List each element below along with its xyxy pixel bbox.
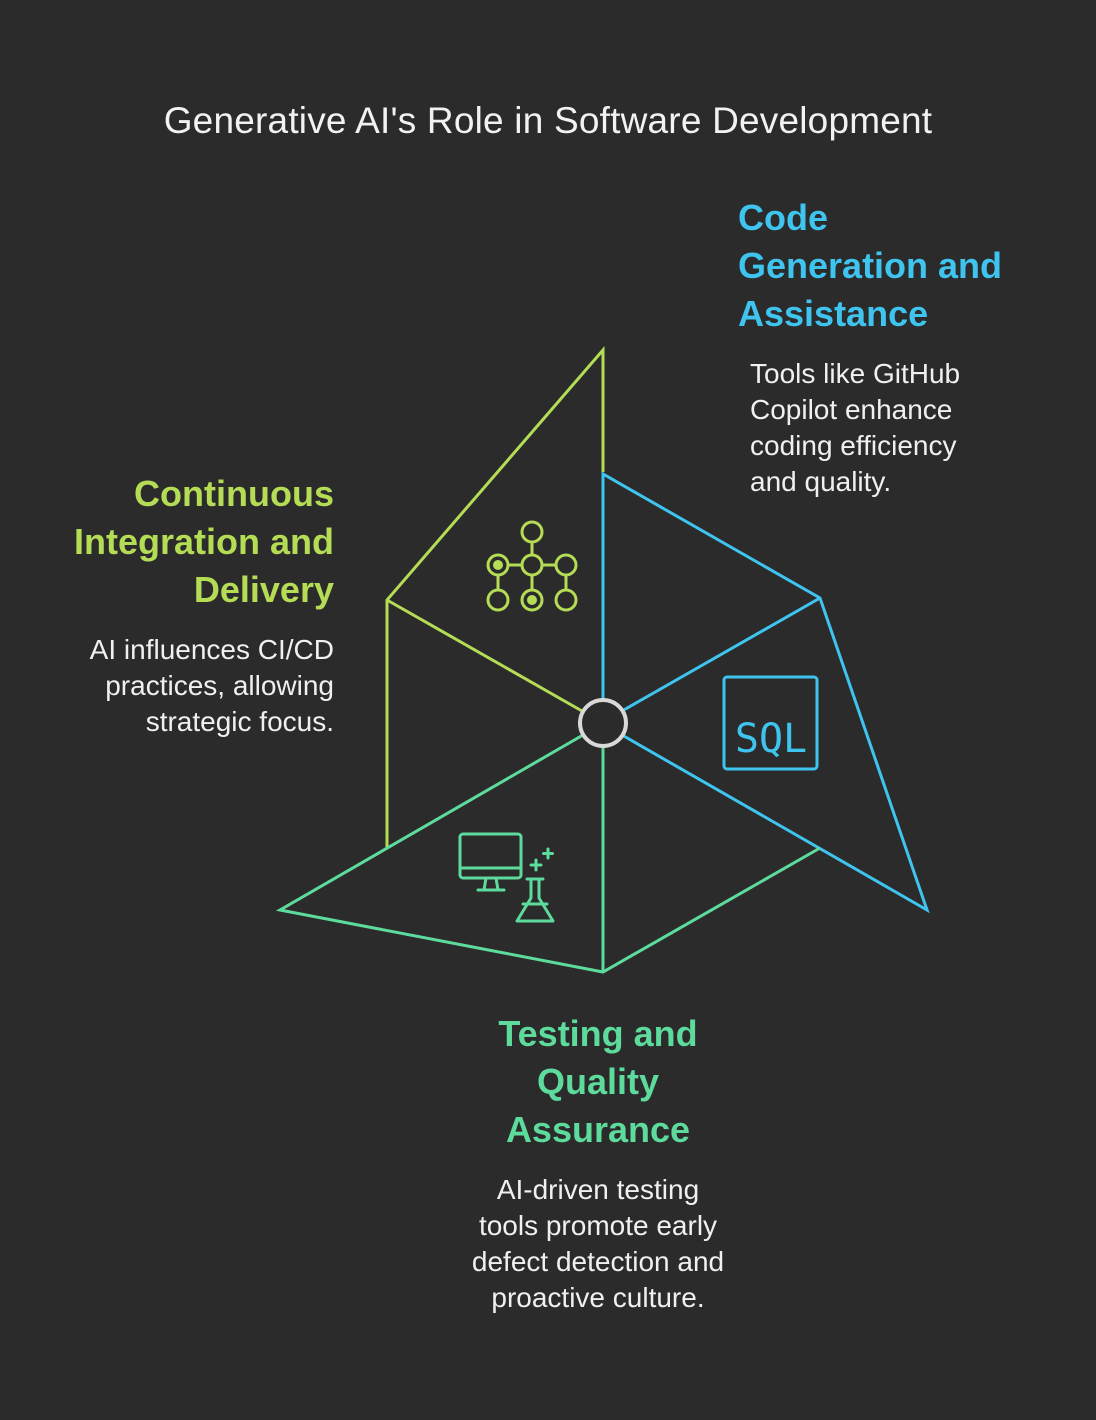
code-description: Tools like GitHub Copilot enhance coding… bbox=[750, 358, 961, 497]
ci-segment bbox=[385, 345, 605, 848]
testing-heading: Testing and Quality Assurance bbox=[498, 1013, 698, 1150]
code-segment bbox=[601, 471, 930, 914]
testing-segment bbox=[275, 733, 821, 974]
testing-description: AI-driven testing tools promote early de… bbox=[471, 1174, 725, 1313]
code-generation-block: Code Generation and Assistance Tools lik… bbox=[738, 194, 1058, 500]
ci-description: AI influences CI/CD practices, allowing … bbox=[89, 634, 334, 737]
ci-cd-block: Continuous Integration and Delivery AI i… bbox=[40, 470, 334, 740]
code-heading: Code Generation and Assistance bbox=[738, 197, 1003, 334]
pipeline-nodes-icon bbox=[486, 520, 578, 612]
monitor-flask-icon bbox=[458, 832, 555, 923]
center-hub bbox=[578, 698, 628, 748]
sql-icon: SQL bbox=[722, 675, 819, 771]
sql-icon-label: SQL bbox=[735, 716, 807, 762]
page-title: Generative AI's Role in Software Develop… bbox=[163, 100, 933, 141]
testing-block: Testing and Quality Assurance AI-driven … bbox=[448, 1010, 748, 1316]
ci-heading: Continuous Integration and Delivery bbox=[74, 473, 334, 610]
